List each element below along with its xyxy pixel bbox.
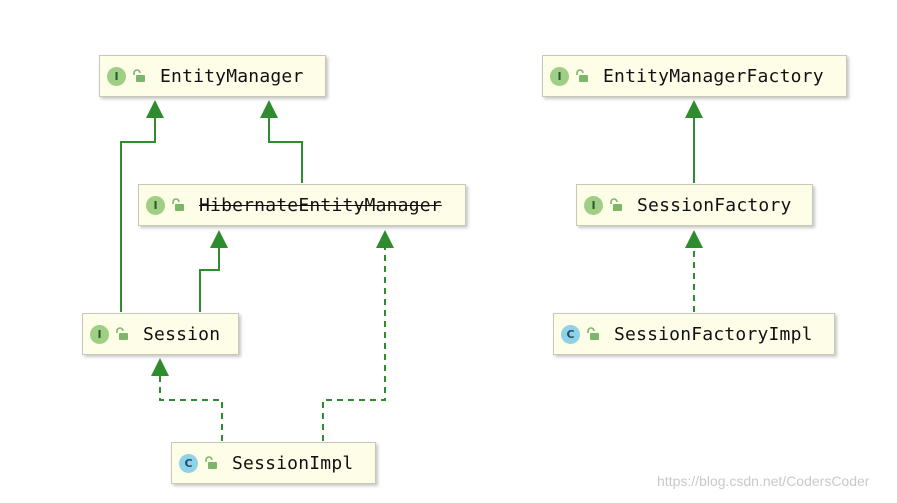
node-session-factory-impl[interactable]: C SessionFactoryImpl: [553, 313, 835, 355]
edge-session-to-hem: [199, 246, 220, 312]
class-badge-icon: C: [561, 324, 580, 344]
node-session[interactable]: I Session: [82, 313, 239, 355]
arrowhead-entitymanager-left: [146, 100, 164, 118]
node-session-impl[interactable]: C SessionImpl: [171, 442, 376, 484]
edge-session-to-entitymanager: [120, 116, 156, 312]
node-hibernate-entity-manager[interactable]: I HibernateEntityManager: [138, 184, 466, 226]
interface-badge-icon: I: [550, 66, 569, 86]
node-session-factory[interactable]: I SessionFactory: [576, 184, 813, 226]
node-label: Session: [143, 323, 221, 345]
edge-sessionimpl-to-session: [159, 374, 223, 441]
class-badge-icon: C: [179, 453, 198, 473]
node-label: EntityManagerFactory: [603, 65, 824, 87]
node-entity-manager[interactable]: I EntityManager: [99, 55, 326, 97]
unlocked-icon: [133, 69, 145, 82]
arrowhead-hem-right: [376, 230, 394, 248]
interface-badge-icon: I: [146, 195, 165, 215]
unlocked-icon: [116, 327, 128, 340]
watermark: https://blog.csdn.net/CodersCoder: [657, 473, 870, 489]
unlocked-icon: [172, 198, 184, 211]
unlocked-icon: [610, 198, 622, 211]
interface-badge-icon: I: [90, 324, 109, 344]
arrowhead-hem-left: [210, 230, 228, 248]
unlocked-icon: [205, 456, 217, 469]
arrowhead-emf: [685, 100, 703, 118]
arrowhead-session: [151, 358, 169, 376]
node-label: HibernateEntityManager: [199, 194, 442, 216]
unlocked-icon: [587, 327, 599, 340]
node-entity-manager-factory[interactable]: I EntityManagerFactory: [542, 55, 847, 97]
interface-badge-icon: I: [107, 66, 126, 86]
arrowhead-sessionfactory: [685, 230, 703, 248]
node-label: SessionFactory: [637, 194, 792, 216]
arrowhead-entitymanager-right: [260, 100, 278, 118]
unlocked-icon: [576, 69, 588, 82]
edge-sessionimpl-to-hem: [322, 246, 386, 441]
edge-hem-to-entitymanager: [268, 116, 303, 183]
node-label: EntityManager: [160, 65, 304, 87]
node-label: SessionFactoryImpl: [614, 323, 813, 345]
node-label: SessionImpl: [232, 452, 354, 474]
interface-badge-icon: I: [584, 195, 603, 215]
